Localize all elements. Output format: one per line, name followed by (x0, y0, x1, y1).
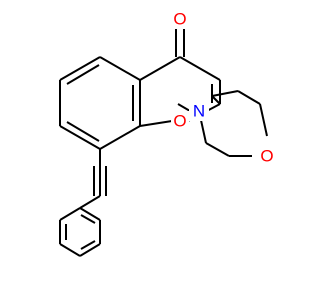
carbonyl-oxygen-label: O (173, 10, 186, 29)
morpholine-ring (177, 90, 268, 157)
pyranone-ring (139, 29, 221, 127)
bond (80, 214, 96, 224)
atom-labels: O O N O (170, 9, 277, 166)
bond (211, 95, 221, 105)
ring-oxygen-label: O (173, 112, 186, 131)
bond (99, 125, 141, 150)
morpholine-oxygen-label: O (260, 147, 273, 166)
bond (79, 243, 101, 257)
bond (79, 207, 101, 221)
bond (80, 240, 96, 250)
bond (177, 103, 191, 112)
bond (59, 56, 101, 81)
bond (179, 56, 221, 81)
bond (59, 243, 81, 257)
bond (59, 125, 101, 150)
phenyl-ring (59, 207, 101, 257)
bond (237, 90, 261, 105)
morpholine-nitrogen-label: N (193, 102, 205, 121)
bond (211, 90, 239, 97)
bond (66, 64, 100, 85)
bond (79, 195, 101, 209)
bond (139, 120, 173, 127)
benzo-ring (59, 56, 141, 150)
bond (99, 56, 141, 81)
chemical-structure-diagram: O O N O (59, 9, 277, 257)
bond (259, 103, 268, 137)
bond (205, 142, 230, 157)
bond (59, 207, 81, 221)
alkyne-linker (79, 149, 107, 209)
bond (139, 56, 181, 81)
bond (66, 121, 100, 142)
